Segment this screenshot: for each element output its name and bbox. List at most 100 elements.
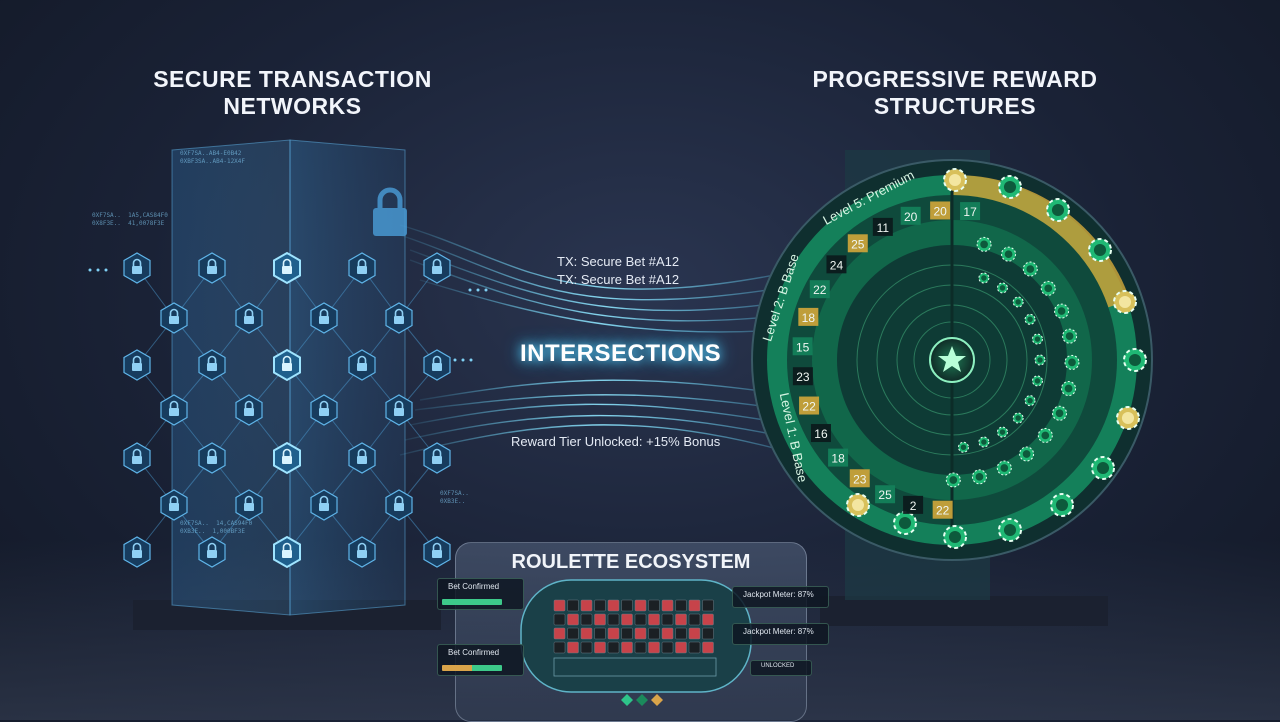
diamond-icon [621,694,633,706]
table-cell [648,641,660,654]
secure-networks-title: SECURE TRANSACTION NETWORKS [120,66,465,120]
poker-chip-icon [945,472,961,488]
roulette-table [520,579,752,706]
table-cell [675,627,687,640]
glass-tower-front [171,139,291,616]
poker-chip-icon [971,469,987,485]
lock-icon [423,349,451,381]
table-cell [675,641,687,654]
right-pedestal [820,596,1108,626]
table-cell [621,641,633,654]
lock-icon [235,489,263,521]
trail-dot [104,268,108,272]
table-cell [634,641,647,654]
ecosystem-title: ROULETTE ECOSYSTEM [511,551,751,573]
bet-label: Bet Confirmed [448,648,500,657]
poker-chip-icon [1116,406,1140,430]
svg-text:18: 18 [802,311,816,325]
poker-chip-icon [996,426,1008,438]
trail-dot [96,268,100,272]
svg-text:22: 22 [802,400,816,414]
svg-text:11: 11 [877,221,890,235]
table-cell [675,599,687,612]
wheel-number: 22 [809,280,830,299]
code-snippet: 0XF7SA..AB4-E0B42 0XBF3SA..AB4-12X4F [180,150,246,165]
table-cell [702,613,714,626]
table-cell [567,599,579,612]
lock-icon [160,302,188,334]
lock-icon [198,442,226,474]
code-snippet: 0XF7SA.. 0XB3E.. [440,490,469,505]
wheel-number: 23 [849,469,870,488]
trail-dot [88,268,92,272]
lock-icon [423,536,451,568]
table-cell [553,641,566,654]
poker-chip-icon [1034,354,1046,366]
wheel-number: 25 [875,485,896,504]
svg-text:20: 20 [933,204,947,218]
title-line: SECURE TRANSACTION [153,66,432,92]
svg-text:22: 22 [936,504,950,518]
wheel-number: 22 [932,500,953,519]
poker-chip-icon [1046,198,1070,222]
table-cell [702,641,714,654]
poker-chip-icon [1064,354,1080,370]
poker-chip-icon [1037,427,1053,443]
title-line: STRUCTURES [873,93,1037,119]
poker-chip-icon [1012,296,1024,308]
poker-chip-icon [1001,246,1017,262]
table-cell [661,599,674,612]
poker-chip-icon [1061,381,1077,397]
table-cell [607,599,620,612]
table-cell [661,641,674,654]
table-cell [607,613,620,626]
table-cell [688,641,701,654]
table-cell [702,627,714,640]
table-cell [580,599,593,612]
wheel-number: 11 [872,217,893,236]
jackpot-meter-card: Jackpot Meter: 87% [732,623,829,645]
poker-chip-icon [1050,493,1074,517]
lock-icon [348,252,376,284]
svg-text:23: 23 [853,472,867,486]
table-cell [634,627,647,640]
poker-chip-icon [1019,446,1035,462]
jackpot-label: Jackpot Meter: 87% [743,627,814,636]
lock-icon [198,252,226,284]
lock-icon [160,394,188,426]
hex-lock-network [88,187,488,569]
bet-confirmed-card: Bet Confirmed [437,644,524,676]
wheel-number: 16 [810,424,831,443]
wheel-number: 20 [900,206,921,225]
table-cell [607,627,620,640]
lock-icon [123,349,151,381]
bet-confirmed-card: Bet Confirmed [437,578,524,610]
lock-icon [273,348,301,382]
bet-label: Bet Confirmed [448,582,500,591]
table-cell [634,599,647,612]
table-cell [702,599,714,612]
bet-progress-bar [442,599,502,605]
lock-icon [198,349,226,381]
tag-label: UNLOCKED [761,663,795,669]
trail-dot [469,358,473,362]
lock-icon [310,394,338,426]
lock-icon [373,187,407,236]
wheel-number: 17 [960,202,981,221]
poker-chip-icon [1123,348,1147,372]
trail-dot [476,288,480,292]
svg-text:2: 2 [910,499,917,513]
code-snippet: 0XF7SA.. 14,CAS94F0 0XB3E.. 1,000BF3E [180,520,253,535]
lock-icon [123,442,151,474]
table-cell [688,627,701,640]
lock-icon [235,394,263,426]
poker-chip-icon [998,175,1022,199]
svg-text:18: 18 [831,452,845,466]
svg-text:16: 16 [814,427,828,441]
wheel-number: 24 [826,255,847,274]
poker-chip-icon [893,511,917,535]
table-cell [648,627,660,640]
wheel-number: 2 [903,495,924,514]
diamond-icon [636,694,648,706]
table-cell [580,613,593,626]
